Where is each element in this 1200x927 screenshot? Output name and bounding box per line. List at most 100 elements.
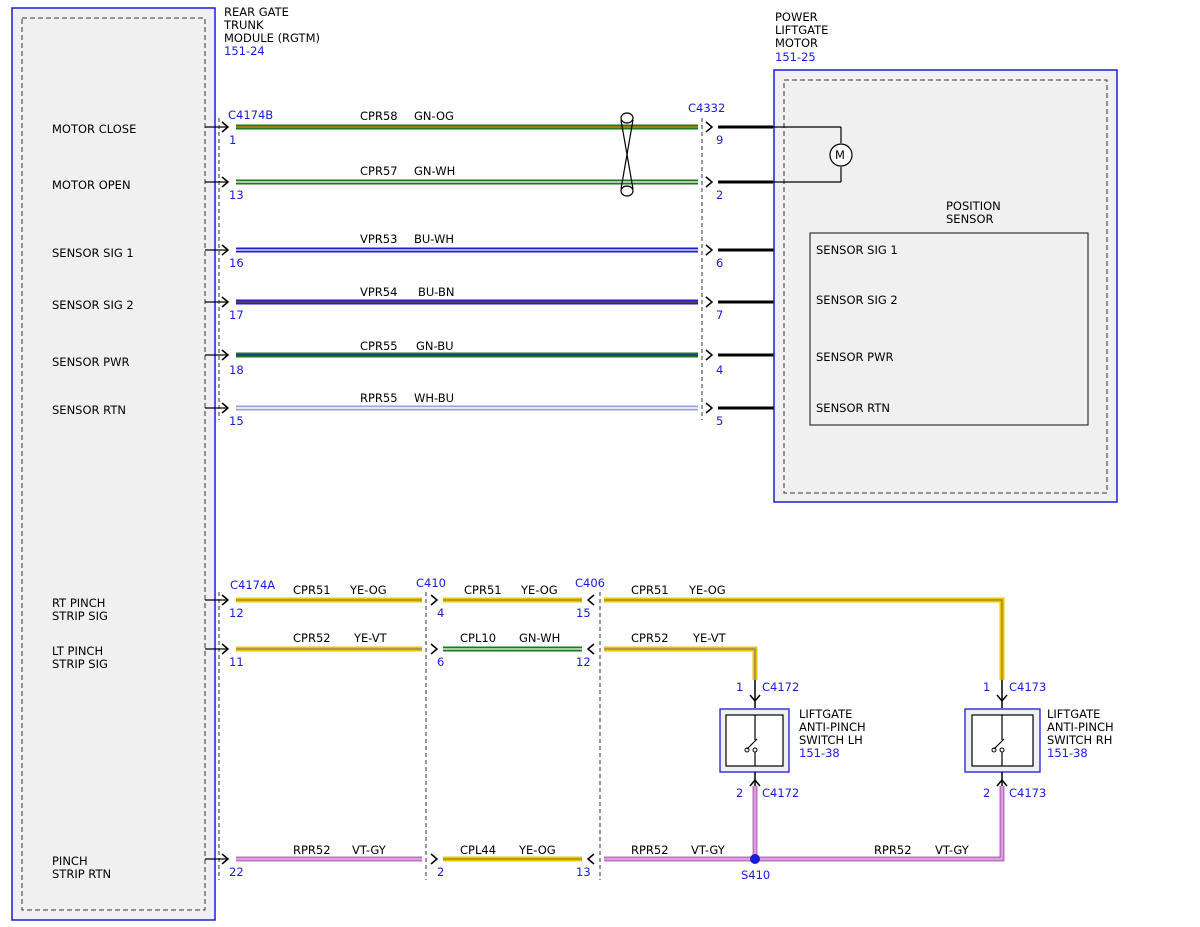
wire-circuit: CPR55 bbox=[360, 339, 398, 353]
pin-number: 9 bbox=[716, 133, 723, 147]
rgtm-module-inner-outline bbox=[21, 17, 206, 911]
wire-color: GN-WH bbox=[519, 631, 560, 645]
wire-color: YE-OG bbox=[349, 583, 387, 597]
pin-number: 2 bbox=[716, 188, 723, 202]
switch-rh-name-line2: ANTI-PINCH bbox=[1047, 720, 1114, 734]
switch-lh bbox=[719, 680, 790, 787]
wire-color: VT-GY bbox=[691, 843, 726, 857]
wire-circuit: RPR55 bbox=[360, 391, 398, 405]
wire-rpr55: RPR55 WH-BU 15 5 bbox=[205, 391, 810, 428]
wire-cpr58: CPR58 GN-OG 1 9 bbox=[205, 109, 773, 147]
wire-circuit: CPR51 bbox=[631, 583, 669, 597]
rgtm-module-box bbox=[11, 7, 216, 921]
pin-number: 13 bbox=[229, 188, 244, 202]
switch-rh-ref: 151-38 bbox=[1047, 746, 1088, 760]
connector-c4174b: C4174B bbox=[228, 108, 273, 122]
pin-number: 15 bbox=[576, 606, 591, 620]
motor-name-line1: POWER bbox=[775, 10, 818, 24]
pin-number: 7 bbox=[716, 308, 723, 322]
wire-circuit: CPR58 bbox=[360, 109, 398, 123]
rgtm-name-line1: REAR GATE bbox=[224, 5, 289, 19]
pin-number: 15 bbox=[229, 414, 244, 428]
signal-sensor-rtn: SENSOR RTN bbox=[52, 403, 126, 417]
pin-number: 12 bbox=[229, 606, 244, 620]
connector-c4174a: C4174A bbox=[230, 578, 275, 592]
wire-color: GN-BU bbox=[416, 339, 454, 353]
connector-c4172-top: C4172 bbox=[762, 680, 799, 694]
signal-pinch-rtn-line2: STRIP RTN bbox=[52, 867, 111, 881]
rgtm-ref: 151-24 bbox=[224, 44, 265, 58]
motor-name-line3: MOTOR bbox=[775, 36, 818, 50]
wire-lt-pinch: CPR52 YE-VT CPL10 GN-WH CPR52 YE-VT 11 6… bbox=[205, 631, 758, 680]
wire-color: YE-VT bbox=[692, 631, 727, 645]
pin-number: 16 bbox=[229, 256, 244, 270]
signal-sensor-pwr: SENSOR PWR bbox=[52, 355, 129, 369]
signal-sensor-sig1: SENSOR SIG 1 bbox=[52, 246, 134, 260]
wire-circuit: CPL10 bbox=[460, 631, 496, 645]
wire-pinch-rtn: RPR52 VT-GY CPL44 YE-OG RPR52 VT-GY RPR5… bbox=[205, 786, 1005, 879]
wire-color: VT-GY bbox=[352, 843, 387, 857]
pin-number: 18 bbox=[229, 363, 244, 377]
wire-circuit: RPR52 bbox=[631, 843, 669, 857]
wire-cpr57: CPR57 GN-WH 13 2 bbox=[205, 164, 773, 202]
signal-pinch-rtn-line1: PINCH bbox=[52, 854, 88, 868]
wire-color: YE-VT bbox=[353, 631, 388, 645]
wire-circuit: VPR54 bbox=[360, 285, 397, 299]
splice-s410-icon bbox=[750, 854, 760, 864]
switch-lh-ref: 151-38 bbox=[799, 746, 840, 760]
signal-rt-pinch-line1: RT PINCH bbox=[52, 596, 105, 610]
wire-circuit: CPL44 bbox=[460, 843, 496, 857]
switch-lh-name-line1: LIFTGATE bbox=[799, 707, 852, 721]
pin-number: 1 bbox=[736, 680, 743, 694]
switch-rh bbox=[964, 680, 1041, 787]
pin-number: 1 bbox=[229, 133, 236, 147]
motor-name-line2: LIFTGATE bbox=[775, 23, 828, 37]
wire-circuit: RPR52 bbox=[874, 843, 912, 857]
signal-lt-pinch-line1: LT PINCH bbox=[52, 644, 103, 658]
connector-c410: C410 bbox=[416, 576, 446, 590]
signal-sensor-sig2: SENSOR SIG 2 bbox=[52, 298, 134, 312]
pin-number: 4 bbox=[716, 363, 723, 377]
wire-circuit: VPR53 bbox=[360, 232, 397, 246]
signal-rt-pinch-line2: STRIP SIG bbox=[52, 609, 108, 623]
wire-circuit: CPR51 bbox=[293, 583, 331, 597]
pin-number: 6 bbox=[716, 256, 723, 270]
motor-ref: 151-25 bbox=[775, 50, 816, 64]
switch-lh-name-line2: ANTI-PINCH bbox=[799, 720, 866, 734]
sensor-pin-pwr: SENSOR PWR bbox=[816, 350, 893, 364]
pin-number: 11 bbox=[229, 655, 244, 669]
wire-circuit: CPR52 bbox=[631, 631, 669, 645]
pin-number: 2 bbox=[736, 786, 743, 800]
splice-s410-label: S410 bbox=[741, 868, 770, 882]
rgtm-name-line2: TRUNK bbox=[223, 18, 264, 32]
connector-c406: C406 bbox=[575, 576, 605, 590]
pin-number: 2 bbox=[437, 865, 444, 879]
wire-cpr55: CPR55 GN-BU 18 4 bbox=[205, 339, 810, 377]
wire-color: YE-OG bbox=[518, 843, 556, 857]
connector-c4332: C4332 bbox=[688, 101, 725, 115]
wire-color: GN-WH bbox=[414, 164, 455, 178]
pin-number: 4 bbox=[437, 606, 444, 620]
wire-vpr54: VPR54 BU-BN 17 7 bbox=[205, 285, 810, 322]
wire-color: WH-BU bbox=[414, 391, 454, 405]
pin-number: 17 bbox=[229, 308, 244, 322]
connector-c4173-bottom: C4173 bbox=[1009, 786, 1046, 800]
wire-circuit: RPR52 bbox=[293, 843, 331, 857]
wire-vpr53: VPR53 BU-WH 16 6 bbox=[205, 232, 810, 270]
connector-c4173-top: C4173 bbox=[1009, 680, 1046, 694]
sensor-pin-rtn: SENSOR RTN bbox=[816, 401, 890, 415]
switch-lh-name-line3: SWITCH LH bbox=[799, 733, 863, 747]
wire-circuit: CPR57 bbox=[360, 164, 398, 178]
pin-number: 6 bbox=[437, 655, 444, 669]
switch-rh-name-line3: SWITCH RH bbox=[1047, 733, 1112, 747]
upper-wires: CPR58 GN-OG 1 9 CPR57 GN-WH 13 2 VPR53 B… bbox=[205, 109, 810, 428]
position-sensor-box bbox=[809, 232, 1089, 426]
wire-color: GN-OG bbox=[414, 109, 454, 123]
wire-color: BU-WH bbox=[414, 232, 454, 246]
wire-color: VT-GY bbox=[935, 843, 970, 857]
wire-color: YE-OG bbox=[688, 583, 726, 597]
motor-module-inner-outline bbox=[783, 79, 1108, 494]
wire-color: BU-BN bbox=[418, 285, 455, 299]
connector-c4172-bottom: C4172 bbox=[762, 786, 799, 800]
